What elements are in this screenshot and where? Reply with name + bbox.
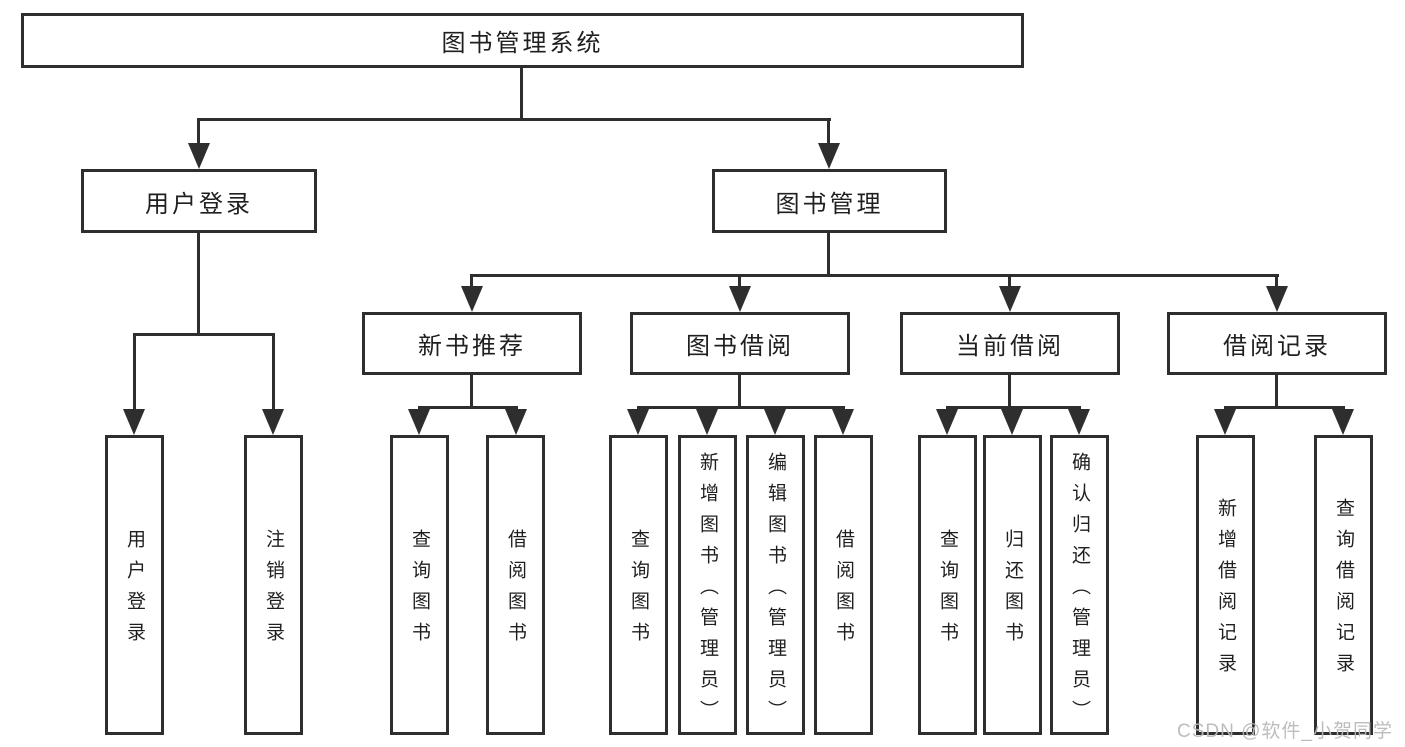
- connector-line: [197, 233, 200, 336]
- connector-line: [637, 406, 845, 409]
- node-label: 查询借阅记录: [1333, 498, 1354, 684]
- connector-line: [133, 333, 275, 336]
- node-current-borrowing: 当前借阅: [900, 312, 1120, 375]
- node-confirm-return-admin: 确认归还（管理员）: [1050, 435, 1109, 735]
- node-borrowing-records: 借阅记录: [1167, 312, 1387, 375]
- arrow-down-icon: [262, 409, 284, 435]
- node-label: 确认归还（管理员）: [1069, 451, 1090, 731]
- connector-line: [470, 375, 473, 409]
- connector-line: [738, 375, 741, 409]
- connector-line: [738, 274, 741, 290]
- node-label: 注销登录: [263, 529, 284, 653]
- node-query-books-borrow: 查询图书: [609, 435, 668, 735]
- connector-line: [827, 233, 830, 277]
- arrow-down-icon: [408, 409, 430, 435]
- node-logout: 注销登录: [244, 435, 303, 735]
- arrow-down-icon: [1214, 409, 1236, 435]
- node-return-books: 归还图书: [983, 435, 1042, 735]
- arrow-down-icon: [1266, 286, 1288, 312]
- connector-line: [197, 118, 200, 148]
- arrow-down-icon: [1068, 409, 1090, 435]
- arrow-down-icon: [627, 409, 649, 435]
- node-label: 查询图书: [628, 529, 649, 653]
- connector-line: [133, 333, 136, 413]
- node-new-book-recommendation: 新书推荐: [362, 312, 582, 375]
- connector-line: [272, 333, 275, 413]
- node-label: 借阅图书: [833, 529, 854, 653]
- node-label: 新增图书（管理员）: [697, 451, 718, 731]
- node-library-management-system: 图书管理系统: [21, 13, 1024, 68]
- node-add-borrow-record: 新增借阅记录: [1196, 435, 1255, 735]
- arrow-down-icon: [505, 409, 527, 435]
- csdn-watermark: CSDN @软件_小贺同学: [1177, 721, 1393, 742]
- arrow-down-icon: [461, 286, 483, 312]
- node-query-borrow-record: 查询借阅记录: [1314, 435, 1373, 735]
- arrow-down-icon: [764, 409, 786, 435]
- arrow-down-icon: [832, 409, 854, 435]
- node-add-book-admin: 新增图书（管理员）: [678, 435, 737, 735]
- node-query-books-newbook: 查询图书: [390, 435, 449, 735]
- node-book-management: 图书管理: [712, 169, 947, 233]
- node-label: 查询图书: [409, 529, 430, 653]
- arrow-down-icon: [818, 143, 840, 169]
- connector-line: [1275, 274, 1278, 290]
- node-book-borrowing: 图书借阅: [630, 312, 850, 375]
- connector-line: [827, 118, 830, 148]
- node-label: 新增借阅记录: [1215, 498, 1236, 684]
- arrow-down-icon: [936, 409, 958, 435]
- connector-line: [470, 274, 473, 290]
- arrow-down-icon: [999, 286, 1021, 312]
- arrow-down-icon: [1001, 409, 1023, 435]
- node-label: 归还图书: [1002, 529, 1023, 653]
- arrow-down-icon: [123, 409, 145, 435]
- connector-line: [470, 274, 1279, 277]
- node-user-login-branch: 用户登录: [81, 169, 317, 233]
- arrow-down-icon: [188, 143, 210, 169]
- node-edit-book-admin: 编辑图书（管理员）: [746, 435, 805, 735]
- connector-line: [197, 118, 831, 121]
- node-label: 借阅图书: [505, 529, 526, 653]
- connector-line: [1008, 274, 1011, 290]
- connector-line: [1008, 375, 1011, 409]
- arrow-down-icon: [1332, 409, 1354, 435]
- connector-line: [1224, 406, 1345, 409]
- node-user-login: 用户登录: [105, 435, 164, 735]
- connector-line: [418, 406, 518, 409]
- node-label: 用户登录: [124, 529, 145, 653]
- connector-line: [1275, 375, 1278, 409]
- arrow-down-icon: [729, 286, 751, 312]
- node-query-books-current: 查询图书: [918, 435, 977, 735]
- connector-line: [520, 68, 523, 121]
- node-borrow-books-borrow: 借阅图书: [814, 435, 873, 735]
- node-borrow-books-newbook: 借阅图书: [486, 435, 545, 735]
- node-label: 查询图书: [937, 529, 958, 653]
- arrow-down-icon: [696, 409, 718, 435]
- node-label: 编辑图书（管理员）: [765, 451, 786, 731]
